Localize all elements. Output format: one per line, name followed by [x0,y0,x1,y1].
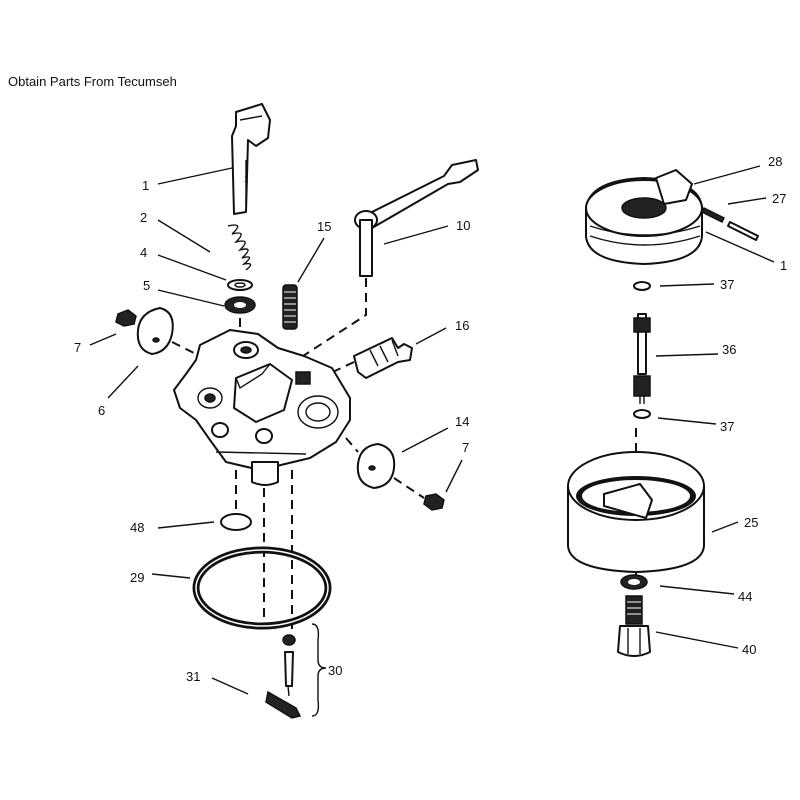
header-note: Obtain Parts From Tecumseh [8,74,177,89]
part-27-hinge-pin [700,206,759,241]
part-36-tube [633,313,651,404]
part-2-spring [227,224,252,271]
part-29-gasket [192,546,332,630]
callout-37-bottom: 37 [720,419,734,434]
callout-40: 40 [742,642,756,657]
part-16-fitting [353,337,413,379]
callout-27: 27 [772,191,786,206]
bracket-30 [311,623,327,717]
callout-1: 1 [142,178,149,193]
part-14-gasket [356,443,396,489]
callout-7-right: 7 [462,440,469,455]
callout-48: 48 [130,520,144,535]
part-6-gasket [136,307,174,355]
callout-28: 28 [768,154,782,169]
part-40-bowl-nut [617,595,651,657]
callout-16: 16 [455,318,469,333]
callout-25: 25 [744,515,758,530]
callout-31: 31 [186,669,200,684]
leader-lines [89,165,775,695]
part-48-washer [220,513,252,531]
callout-2: 2 [140,210,147,225]
part-37-washer-bottom [633,409,651,419]
callout-15: 15 [317,219,331,234]
part-1-throttle-shaft: 1 [231,103,271,215]
part-5-seal [224,296,256,314]
svg-text:1: 1 [244,175,249,184]
callout-29: 29 [130,570,144,585]
callout-30: 30 [328,663,342,678]
carburetor-body [173,329,351,486]
part-7-screw-right [423,493,445,511]
callout-1-right: 1 [780,258,787,273]
callout-5: 5 [143,278,150,293]
part-15-idle-screw [282,284,298,330]
callout-4: 4 [140,245,147,260]
part-28-float [585,169,703,265]
part-4-washer [227,279,253,291]
part-10-choke-shaft [354,159,479,277]
callout-44: 44 [738,589,752,604]
part-30-needle [282,634,296,697]
part-25-bowl [567,451,705,573]
callout-10: 10 [456,218,470,233]
callout-6: 6 [98,403,105,418]
callout-37-top: 37 [720,277,734,292]
part-31-clip [265,690,302,719]
callout-7-left: 7 [74,340,81,355]
part-44-washer [620,574,648,590]
part-37-washer-top [633,281,651,291]
callout-numbers: 1 2 4 5 7 6 15 10 16 14 7 48 29 30 31 28… [74,154,787,684]
part-7-screw-left [115,309,137,327]
callout-36: 36 [722,342,736,357]
callout-14: 14 [455,414,469,429]
